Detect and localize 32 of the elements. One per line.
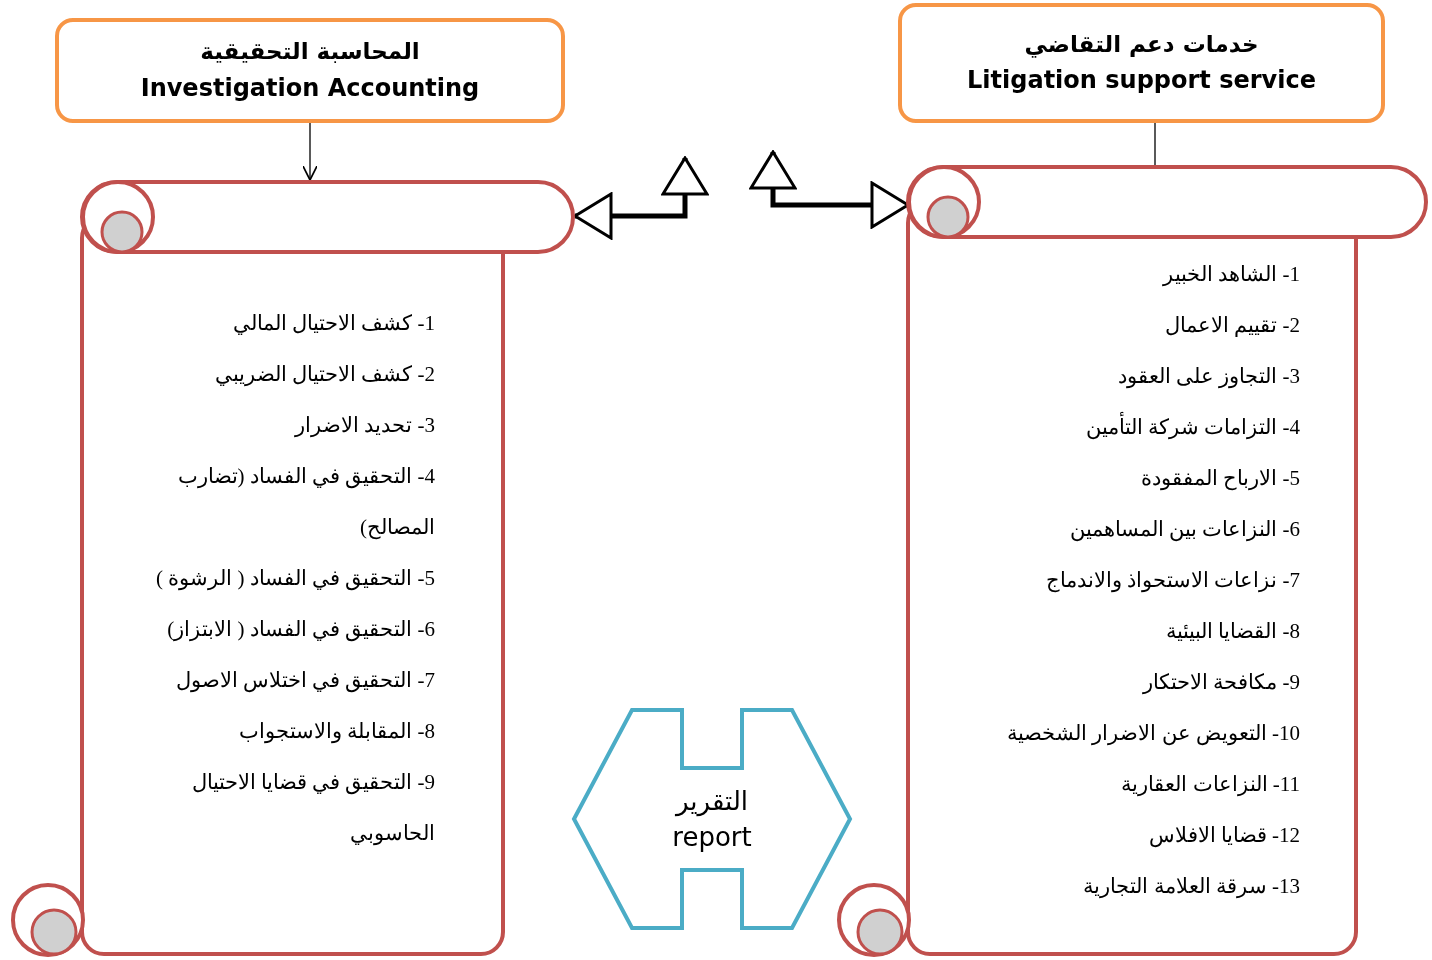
list-item: 6- النزاعات بين المساهمين bbox=[1069, 516, 1300, 544]
connector-line bbox=[1154, 122, 1156, 166]
list-item: 2- تقييم الاعمال bbox=[1165, 312, 1300, 339]
heading-box bbox=[55, 18, 565, 123]
list-item: 2- كشف الاحتيال الضريبي bbox=[214, 361, 435, 389]
list-item: 5- الارباح المفقودة bbox=[1141, 465, 1300, 493]
arrow-label: التقرير bbox=[675, 784, 749, 819]
list-item: 9- مكافحة الاحتكار bbox=[1143, 669, 1300, 697]
list-item: 7- نزاعات الاستحواذ والاندماج bbox=[1045, 567, 1300, 595]
heading-text: Litigation support service bbox=[967, 66, 1316, 96]
list-item: 13- سرقة العلامة التجارية bbox=[1083, 873, 1300, 901]
list-item: 5- التحقيق في الفساد ( الرشوة ) bbox=[156, 565, 435, 593]
heading-text: خدمات دعم التقاضي bbox=[1024, 30, 1259, 59]
list-item: 8- المقابلة والاستجواب bbox=[239, 718, 435, 746]
list-item: 8- القضايا البيئية bbox=[1166, 618, 1300, 645]
list-item: 6- التحقيق في الفساد ( الابتزاز) bbox=[167, 616, 435, 644]
list-item: 3- تحديد الاضرار bbox=[295, 412, 435, 440]
list-item: 4- التحقيق في الفساد (تضارب المصالح) bbox=[176, 463, 435, 542]
arrow-label: report bbox=[672, 821, 752, 854]
arrow bbox=[302, 122, 318, 181]
list-item: 7- التحقيق في اختلاس الاصول bbox=[175, 667, 435, 695]
list-item: 4- التزامات شركة التأمين bbox=[1085, 402, 1300, 453]
list-item: 9- التحقيق في قضايا الاحتيال الحاسوبي bbox=[190, 769, 435, 848]
heading-text: Investigation Accounting bbox=[140, 73, 480, 103]
heading-box bbox=[898, 3, 1385, 123]
list-item: 11- النزاعات العقارية bbox=[1121, 771, 1300, 799]
list-item: 12- قضايا الافلاس bbox=[1148, 822, 1300, 850]
list-item: 10- التعويض عن الاضرار الشخصية bbox=[1007, 720, 1300, 748]
list-item: 3- التجاوز على العقود bbox=[1117, 363, 1300, 391]
heading-text: المحاسبة التحقيقية bbox=[200, 38, 420, 66]
list-item: 1- الشاهد الخبير bbox=[1163, 261, 1300, 289]
list-item: 1- كشف الاحتيال المالي bbox=[232, 310, 435, 337]
